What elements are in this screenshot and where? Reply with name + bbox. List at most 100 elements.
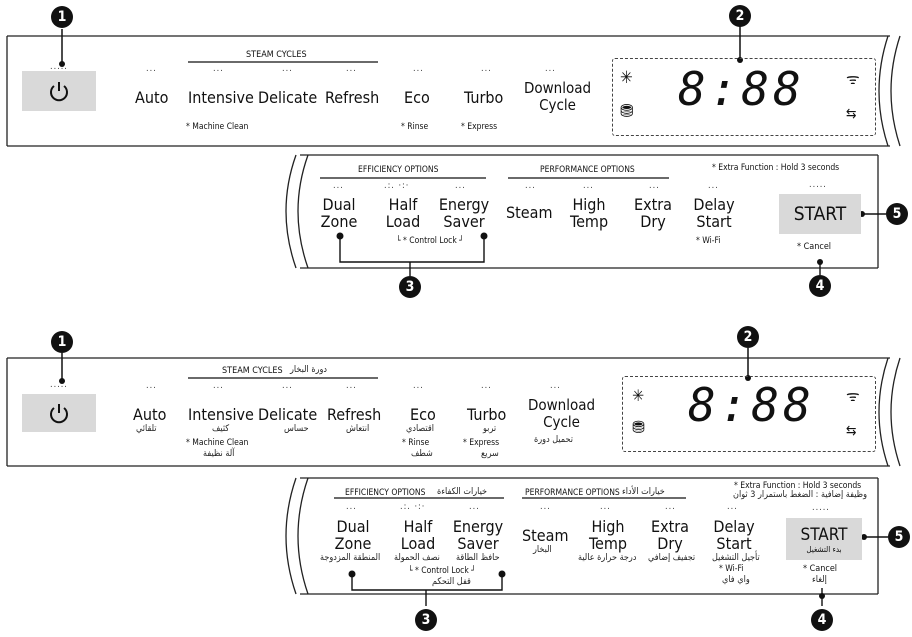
intensive-button-b[interactable]: Intensive <box>188 405 254 424</box>
wifi-icon: ᯤ <box>846 70 860 88</box>
control-lock-ar: قفل التحكم <box>432 577 471 587</box>
download-dots-b: ... <box>550 381 561 391</box>
temp-label-b: Temp <box>588 534 628 553</box>
zone-label: Zone <box>320 212 358 231</box>
time-display-b: 8:88 <box>688 378 815 432</box>
start-button-label-b: START <box>800 524 848 545</box>
cycle-label-b: Cycle <box>543 413 580 431</box>
energy-saver-dots: ... <box>455 181 466 191</box>
delay-label-b: Delay <box>713 517 755 536</box>
extra-function-note-b: * Extra Function : Hold 3 seconds <box>734 481 862 491</box>
extra-dry-ar: تجفيف إضافي <box>648 553 696 563</box>
turbo-button[interactable]: Turbo <box>464 88 504 107</box>
eco-ar: اقتصادي <box>406 424 434 434</box>
intensive-button[interactable]: Intensive <box>188 88 254 107</box>
intensive-dots-b: ... <box>213 381 224 391</box>
callout-badge-5-b: 5 <box>888 526 910 548</box>
dual-zone-button-b[interactable]: Dual Zone <box>334 518 372 552</box>
half-load-dots: .:. ·:· <box>384 181 410 191</box>
wifi-icon-b: ᯤ <box>846 387 860 405</box>
high-temp-button[interactable]: High Temp <box>570 196 608 230</box>
performance-header-ar: خيارات الأداء <box>622 487 665 497</box>
delicate-ar: حساس <box>284 424 309 434</box>
callout-badge-2-b: 2 <box>737 326 759 348</box>
auto-dots-b: ... <box>146 381 157 391</box>
machine-clean-note: * Machine Clean <box>186 122 249 132</box>
steam-button[interactable]: Steam <box>506 203 553 222</box>
auto-button-b[interactable]: Auto <box>133 405 167 424</box>
detergent-icon: ⛃ <box>620 101 634 122</box>
machine-clean-note-b: * Machine Clean <box>186 438 249 448</box>
half-load-button-b[interactable]: Half Load <box>396 518 440 552</box>
dual-label-b: Dual <box>336 517 370 536</box>
sparkle-icon: ✳ <box>620 68 633 88</box>
half-label-b: Half <box>403 517 433 536</box>
energy-saver-button-b[interactable]: Energy Saver <box>452 518 504 552</box>
power-button[interactable] <box>22 71 96 111</box>
auto-button[interactable]: Auto <box>135 88 169 107</box>
high-temp-dots: ... <box>583 181 594 191</box>
extra-dry-button-b[interactable]: Extra Dry <box>650 518 690 552</box>
callout-badge-3-b: 3 <box>415 609 437 631</box>
download-cycle-button[interactable]: Download Cycle <box>524 80 591 114</box>
refresh-dots-b: ... <box>346 381 357 391</box>
callout-badge-5: 5 <box>886 203 908 225</box>
saver-label: Saver <box>443 212 485 231</box>
eco-button[interactable]: Eco <box>404 88 430 107</box>
steam-cycles-header-ar: دورة البخار <box>290 365 327 375</box>
extra-function-note: * Extra Function : Hold 3 seconds <box>712 163 840 173</box>
steam-button-b[interactable]: Steam <box>522 526 569 545</box>
turbo-button-b[interactable]: Turbo <box>467 405 507 424</box>
callout-badge-1-b: 1 <box>51 331 73 353</box>
eco-dots-b: ... <box>413 381 424 391</box>
delay-start-button[interactable]: Delay Start <box>692 196 736 230</box>
cancel-note: * Cancel <box>797 242 832 252</box>
delicate-dots: ... <box>282 64 293 74</box>
extra-dry-dots-b: ... <box>665 502 676 512</box>
energy-saver-button[interactable]: Energy Saver <box>438 196 490 230</box>
extra-dry-button[interactable]: Extra Dry <box>633 196 673 230</box>
express-note-b: * Express <box>463 438 500 448</box>
intensive-ar: كثيف <box>212 424 230 434</box>
eco-button-b[interactable]: Eco <box>410 405 436 424</box>
extra-function-ar: وظيفة إضافية : الضغط باستمرار 3 ثوان <box>733 490 868 500</box>
cancel-ar: إلغاء <box>812 575 827 585</box>
steam-cycles-header: STEAM CYCLES <box>246 50 307 60</box>
download-label-b: Download <box>528 396 596 414</box>
power-button-b[interactable] <box>22 394 96 432</box>
dual-label: Dual <box>322 195 356 214</box>
dry-label: Dry <box>640 212 666 231</box>
half-load-button[interactable]: Half Load <box>381 196 425 230</box>
download-cycle-button-b[interactable]: Download Cycle <box>528 397 595 431</box>
start-button-b[interactable]: START بدء التشغيل <box>786 518 862 560</box>
time-display: 8:88 <box>678 62 805 116</box>
delicate-button-b[interactable]: Delicate <box>258 405 318 424</box>
high-label: High <box>572 195 606 214</box>
wifi-note: * Wi-Fi <box>696 236 721 246</box>
callout-badge-2: 2 <box>729 5 751 27</box>
dual-zone-ar: المنطقة المزدوجة <box>320 553 381 563</box>
performance-header: PERFORMANCE OPTIONS <box>540 165 635 175</box>
steam-dots: ... <box>525 181 536 191</box>
delay-label: Delay <box>693 195 735 214</box>
dual-zone-button[interactable]: Dual Zone <box>320 196 358 230</box>
saver-label-b: Saver <box>457 534 499 553</box>
temp-label: Temp <box>570 212 609 231</box>
download-label: Download <box>524 79 592 97</box>
half-load-dots-b: .:. ·:· <box>400 502 426 512</box>
express-note: * Express <box>461 122 498 132</box>
start-button-label: START <box>793 203 847 225</box>
power-icon-b <box>50 404 68 424</box>
callout-badge-1: 1 <box>51 6 73 28</box>
delay-start-button-b[interactable]: Delay Start <box>712 518 756 552</box>
refresh-button[interactable]: Refresh <box>325 88 380 107</box>
high-temp-button-b[interactable]: High Temp <box>588 518 628 552</box>
dry-label-b: Dry <box>657 534 683 553</box>
delay-start-dots: ... <box>708 181 719 191</box>
delicate-button[interactable]: Delicate <box>258 88 318 107</box>
turbo-ar: تربو <box>483 424 497 434</box>
refresh-button-b[interactable]: Refresh <box>327 405 382 424</box>
start-button[interactable]: START <box>779 194 861 234</box>
extra-dry-dots: ... <box>649 181 660 191</box>
